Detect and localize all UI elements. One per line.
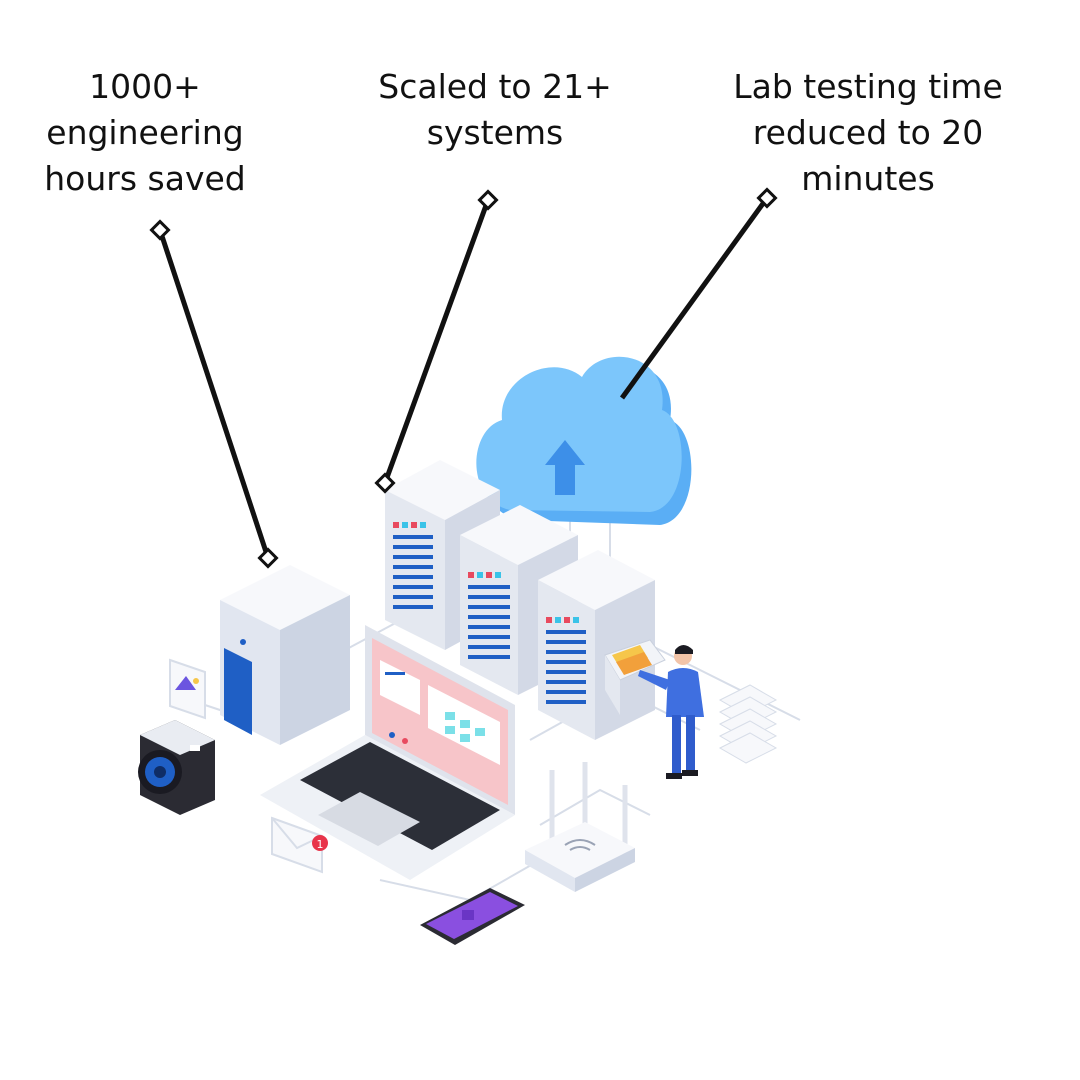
laptop — [260, 625, 515, 880]
wifi-router — [525, 762, 635, 892]
server-rack-3 — [538, 550, 666, 740]
smartphone — [420, 888, 525, 945]
server-rack-2-panel — [468, 585, 510, 659]
notification-badge-count: 1 — [317, 838, 324, 851]
server-rack-2 — [460, 505, 578, 695]
leader-1-top-marker — [149, 219, 171, 241]
notification-badge — [312, 835, 328, 851]
camera-icon — [138, 720, 215, 815]
mail-icon: 1 — [271, 816, 328, 874]
callout-lab-testing-time: Lab testing time reduced to 20 minutes — [733, 67, 1003, 198]
leader-3-top-marker — [756, 187, 778, 209]
person-figure — [638, 645, 704, 779]
laptop-screen-windows — [380, 660, 500, 765]
document-stack-icon — [718, 684, 778, 764]
server-rack-1-panel — [393, 535, 433, 609]
desktop-tower — [220, 565, 350, 745]
leader-line-3 — [619, 196, 770, 400]
cloud-upload-icon — [476, 356, 692, 525]
leader-line-1 — [157, 229, 271, 559]
leader-2-top-marker — [477, 189, 499, 211]
image-file-icon — [169, 658, 206, 720]
callout-leaders — [157, 196, 770, 559]
leader-1-bottom-marker — [257, 547, 279, 569]
callout-systems-scaled: Scaled to 21+ systems — [378, 67, 612, 152]
callout-hours-saved: 1000+ engineering hours saved — [44, 67, 246, 198]
server-rack-3-panel — [546, 630, 586, 704]
leader-line-2 — [382, 199, 491, 484]
leader-endpoints — [149, 187, 778, 569]
leader-2-bottom-marker — [374, 472, 396, 494]
